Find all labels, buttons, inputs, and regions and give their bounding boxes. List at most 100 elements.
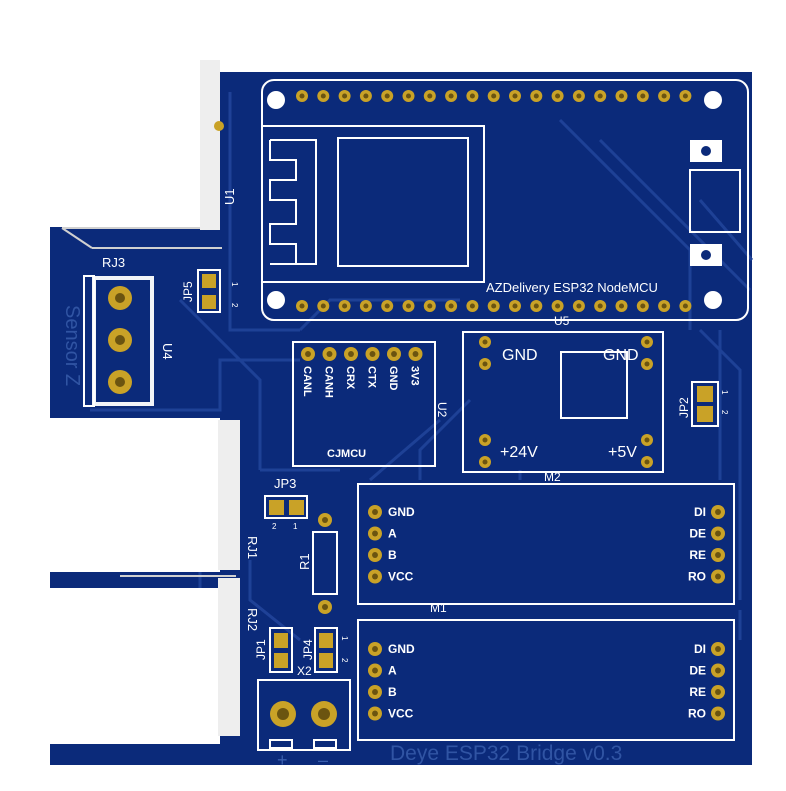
cjmcu-pin [301, 347, 315, 361]
rs485-pin-left [368, 642, 382, 656]
cjmcu-pin-label: GND [387, 366, 399, 391]
rs485-left-label: B [388, 685, 397, 699]
esp32-pin-top [530, 90, 543, 102]
m1-right-pins: DI DE RE RO [688, 642, 725, 721]
jp4-pin1: 1 [340, 636, 349, 641]
dcdc-vin: +24V [500, 444, 538, 461]
jp5-label: JP5 [181, 281, 195, 302]
rs485-pin-left [368, 706, 382, 721]
jp2-pin1: 1 [720, 390, 729, 395]
rj1-connector: RJ1 [12, 418, 260, 572]
cjmcu-pin [365, 347, 380, 361]
rs485-pin-left [368, 526, 382, 541]
rs485-left-label: VCC [388, 570, 414, 584]
jp3-jumper: JP3 2 1 [264, 476, 308, 531]
rs485-pin-right [711, 706, 725, 721]
esp32-pin-bottom [381, 300, 394, 312]
r1-label: R1 [297, 553, 312, 570]
rs485-left-label: VCC [388, 707, 414, 721]
cjmcu-pin-label: CRX [344, 366, 356, 390]
jp3-pin1: 1 [293, 522, 298, 531]
dcdc-gnd-right: GND [603, 347, 639, 364]
esp32-pin-bottom [317, 300, 330, 312]
esp32-pin-bottom [445, 300, 458, 312]
m2-label: M2 [544, 470, 561, 484]
x2-plus: + [277, 750, 288, 770]
esp32-pin-bottom [359, 300, 372, 312]
copper-traces [60, 92, 754, 642]
esp32-pin-bottom [338, 300, 351, 312]
esp32-pin-top [679, 90, 692, 102]
jp3-pin2: 2 [272, 522, 277, 531]
rs485-left-label: B [388, 548, 397, 562]
rs485-pin-left [368, 569, 382, 584]
rs485-pin-right [711, 663, 725, 678]
jp5-pin2: 2 [230, 303, 239, 308]
esp32-pin-top [317, 90, 330, 102]
rs485-pin-right [711, 569, 725, 584]
rj1-label: RJ1 [245, 536, 260, 559]
cjmcu-pin [322, 347, 337, 361]
esp32-pin-bottom [296, 300, 308, 312]
rs485-right-label: DI [694, 642, 706, 656]
rs485-pin-left [368, 663, 382, 678]
esp32-pin-bottom [509, 300, 521, 312]
cjmcu-pin-row [301, 347, 423, 361]
x2-minus: – [318, 750, 328, 770]
board-title: Deye ESP32 Bridge v0.3 [390, 742, 622, 765]
rs485-left-label: A [388, 664, 397, 678]
esp32-pin-bottom [636, 300, 649, 312]
rj2-connector: RJ2 [12, 575, 260, 744]
rs485-pin-right [711, 526, 725, 541]
esp32-pin-top [445, 90, 458, 102]
cjmcu-label: CJMCU [327, 448, 366, 460]
esp32-pin-bottom [658, 300, 671, 312]
r1-resistor: R1 [297, 513, 338, 614]
u4-label: U4 [160, 343, 175, 360]
u5-label: U5 [554, 314, 570, 328]
esp32-pin-bottom [423, 300, 436, 312]
rs485-left-label: A [388, 527, 397, 541]
rs485-pin-left [368, 505, 382, 519]
u2-label: U2 [435, 402, 449, 418]
rs485-right-label: DI [694, 505, 706, 519]
cjmcu-pin-label: CANL [301, 366, 313, 397]
rs485-right-label: RE [689, 685, 706, 699]
esp32-pin-top [551, 90, 564, 102]
esp32-pin-top [423, 90, 436, 102]
jp5-pin1: 1 [230, 282, 239, 287]
rs485-right-label: DE [689, 527, 706, 541]
esp32-pin-top [338, 90, 351, 102]
board-side-text: Sensor Z [61, 305, 83, 386]
dcdc-vout: +5V [608, 444, 637, 461]
esp32-pin-top [509, 90, 521, 102]
u1-connector: U1 [46, 22, 237, 249]
rs485-right-label: RO [688, 707, 706, 721]
esp32-module: AZDelivery ESP32 NodeMCU U5 [261, 79, 749, 328]
esp32-pin-top [487, 90, 500, 102]
jp4-pin2: 2 [340, 658, 349, 663]
esp32-pin-bottom [487, 300, 500, 312]
rj2-label: RJ2 [245, 608, 260, 631]
cjmcu-pin-label: CANH [323, 366, 335, 398]
jp1-jumper: JP1 [254, 627, 293, 673]
jp2-label: JP2 [677, 397, 691, 418]
rj3-terminal: RJ3 U4 [83, 255, 175, 407]
esp32-pin-top [359, 90, 372, 102]
cjmcu-pin [408, 347, 423, 361]
jp5-jumper: JP5 1 2 [181, 269, 239, 313]
rs485-right-label: DE [689, 664, 706, 678]
dcdc-gnd-left: GND [502, 347, 538, 364]
jp4-jumper: JP4 1 2 [301, 627, 349, 673]
x2-label: X2 [297, 664, 312, 678]
rs485-pin-left [368, 685, 382, 699]
esp32-pin-row-bottom [296, 300, 692, 312]
jp2-pin2: 2 [720, 410, 729, 415]
